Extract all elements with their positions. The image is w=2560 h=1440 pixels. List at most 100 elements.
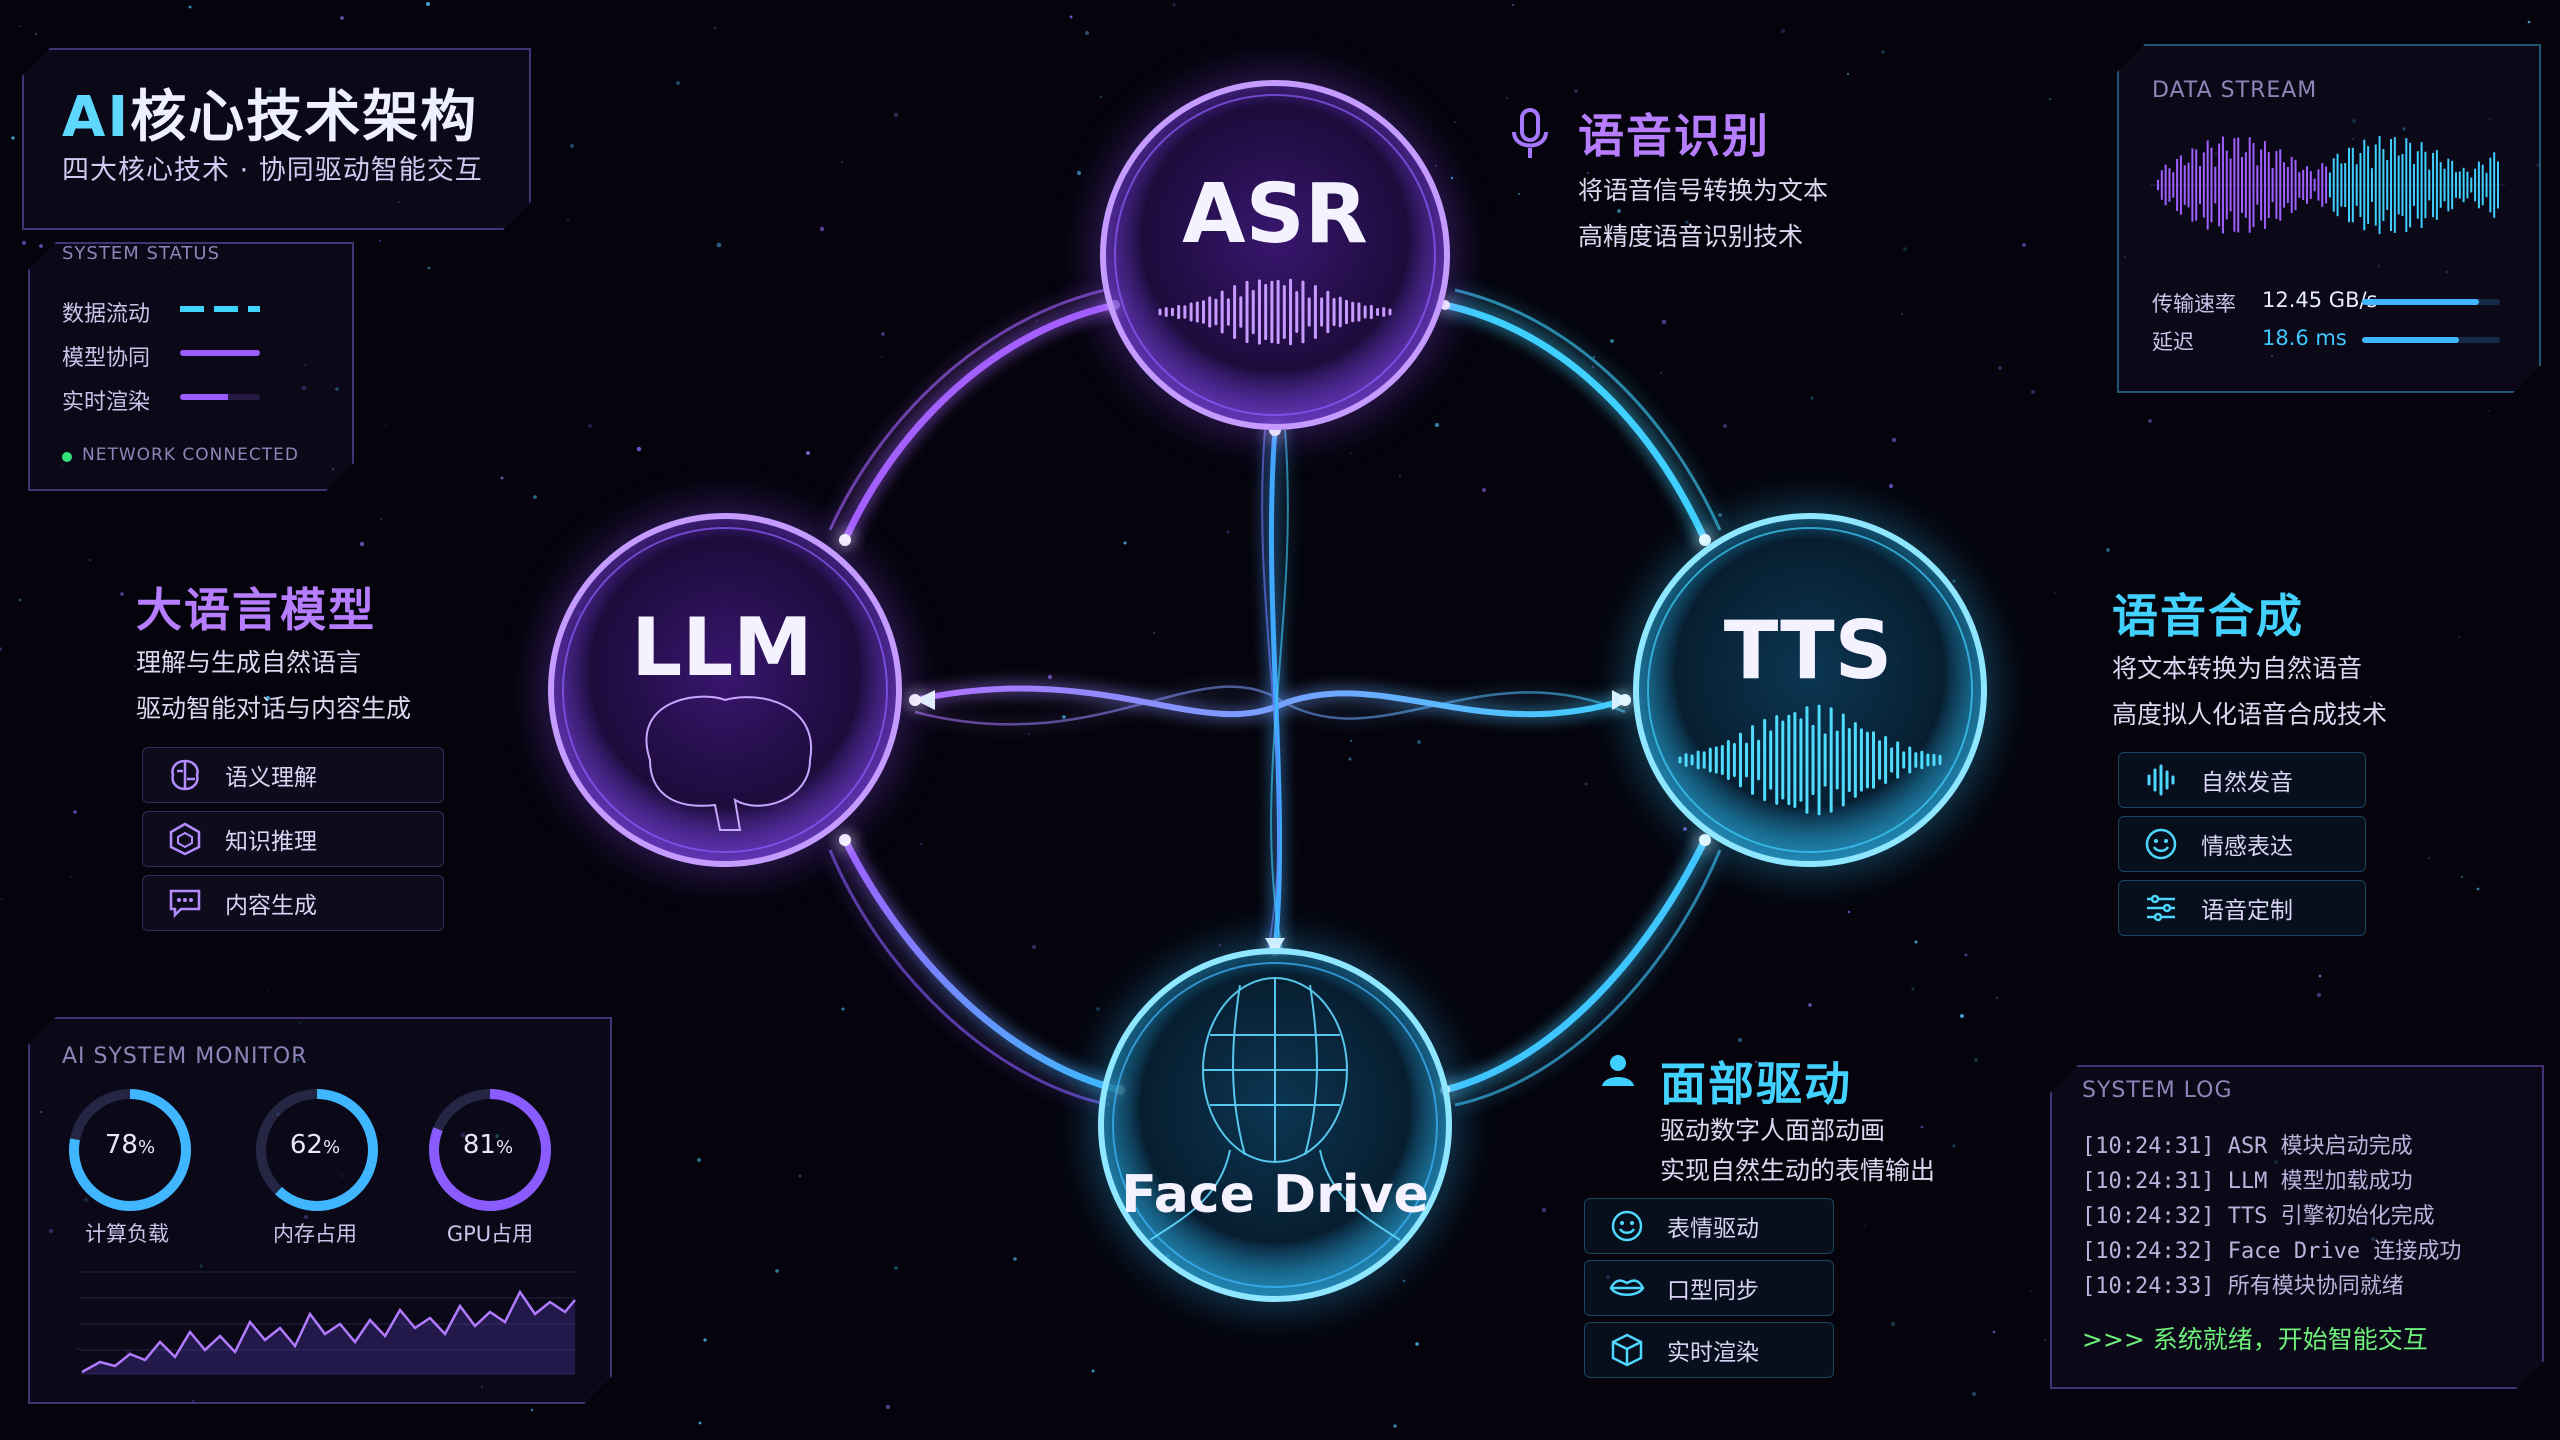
tts-feature-custom[interactable]: 语音定制 bbox=[2118, 880, 2366, 936]
link-asr-tts bbox=[1444, 301, 1709, 542]
particle bbox=[2476, 887, 2480, 891]
particle bbox=[1952, 1144, 1956, 1148]
asr-section-title: 语音识别 bbox=[1578, 109, 1770, 163]
link-tts-face bbox=[1444, 838, 1709, 1094]
particle bbox=[2148, 419, 2152, 423]
asr-node[interactable]: ASR bbox=[1095, 75, 1455, 435]
particle bbox=[22, 241, 26, 245]
particle bbox=[2030, 389, 2036, 395]
particle bbox=[713, 26, 717, 30]
header-panel bbox=[22, 48, 531, 230]
particle bbox=[1670, 195, 1672, 197]
llm-section-desc-2: 驱动智能对话与内容生成 bbox=[136, 694, 412, 723]
particle bbox=[1974, 1058, 1978, 1062]
tts-feature-emotion[interactable]: 情感表达 bbox=[2118, 816, 2366, 872]
face-drive-label: Face Drive bbox=[1121, 1165, 1429, 1225]
face-feature-lipsync[interactable]: 口型同步 bbox=[1584, 1260, 1834, 1316]
particle bbox=[2316, 992, 2322, 998]
link-asr-llm bbox=[841, 301, 1116, 542]
llm-feature-reasoning[interactable]: 知识推理 bbox=[142, 811, 444, 867]
particle bbox=[1847, 910, 1851, 914]
monitor-title: AI SYSTEM MONITOR bbox=[62, 1044, 308, 1069]
tts-feature-emotion-label: 情感表达 bbox=[2201, 834, 2293, 860]
particle bbox=[18, 598, 22, 602]
chat-icon bbox=[163, 881, 207, 925]
particle bbox=[1661, 319, 1667, 325]
particle bbox=[566, 218, 570, 222]
face-feature-render-label: 实时渲染 bbox=[1667, 1340, 1759, 1366]
face-drive-node[interactable]: Face Drive bbox=[1093, 943, 1457, 1307]
tts-feature-pronunciation[interactable]: 自然发音 bbox=[2118, 752, 2366, 808]
particle bbox=[1512, 4, 1514, 6]
particle bbox=[881, 332, 885, 336]
user-icon bbox=[1598, 1050, 1638, 1094]
llm-section-desc-1: 理解与生成自然语言 bbox=[136, 648, 362, 677]
particle bbox=[775, 1269, 779, 1273]
log-line: [10:24:31] ASR 模块启动完成 bbox=[2082, 1134, 2413, 1159]
particle bbox=[806, 451, 810, 455]
status-row-model-sync: 模型协同 bbox=[62, 346, 151, 371]
tts-feature-custom-label: 语音定制 bbox=[2201, 898, 2293, 924]
llm-feature-semantic-label: 语义理解 bbox=[225, 765, 317, 791]
particle bbox=[1584, 782, 1588, 786]
brain-icon bbox=[163, 753, 207, 797]
particle bbox=[2460, 875, 2464, 879]
particle bbox=[2030, 1290, 2032, 1292]
particle bbox=[2428, 857, 2430, 859]
particle bbox=[2488, 410, 2490, 412]
particle bbox=[1415, 1342, 1419, 1346]
gauge-mem-label: 内存占用 bbox=[273, 1222, 357, 1246]
particle bbox=[881, 356, 883, 358]
particle bbox=[1593, 356, 1595, 358]
lips-icon bbox=[1605, 1266, 1649, 1310]
particle bbox=[1218, 943, 1222, 947]
particle bbox=[1541, 1207, 1547, 1213]
render-indicator bbox=[180, 394, 260, 400]
page-title: AI核心技术架构 bbox=[62, 72, 478, 153]
llm-feature-generation[interactable]: 内容生成 bbox=[142, 875, 444, 931]
particle bbox=[89, 559, 91, 561]
particle bbox=[379, 240, 381, 242]
tts-feature-pronunciation-label: 自然发音 bbox=[2201, 770, 2293, 796]
tts-node[interactable]: TTS bbox=[1628, 508, 1992, 872]
particle bbox=[427, 266, 431, 270]
particle bbox=[1350, 452, 1352, 454]
particle bbox=[1096, 1007, 1100, 1011]
brain-network-icon bbox=[645, 695, 813, 831]
waveform-icon bbox=[2139, 758, 2183, 802]
particle bbox=[73, 810, 77, 814]
llm-feature-semantic[interactable]: 语义理解 bbox=[142, 747, 444, 803]
particle bbox=[1153, 632, 1155, 634]
particle bbox=[2044, 1339, 2046, 1341]
sliders-icon bbox=[2139, 886, 2183, 930]
particle bbox=[569, 143, 575, 149]
link-llm-tts bbox=[914, 685, 1626, 718]
head-wireframe-icon bbox=[1149, 977, 1401, 1241]
particle bbox=[1047, 674, 1053, 680]
particle bbox=[1013, 1257, 1017, 1261]
log-ready-line: >>> 系统就绪，开始智能交互 bbox=[2082, 1325, 2428, 1354]
log-line: [10:24:32] Face Drive 连接成功 bbox=[2082, 1239, 2462, 1264]
particle bbox=[1062, 715, 1066, 719]
particle bbox=[1393, 1424, 1397, 1428]
llm-node[interactable]: LLM bbox=[543, 508, 907, 872]
network-status-label: NETWORK CONNECTED bbox=[82, 445, 299, 465]
face-feature-expression[interactable]: 表情驱动 bbox=[1584, 1198, 1834, 1254]
system-status-title: SYSTEM STATUS bbox=[62, 243, 221, 264]
particle bbox=[1091, 1369, 1095, 1373]
tts-label: TTS bbox=[1724, 604, 1893, 697]
gauge-gpu-label: GPU占用 bbox=[446, 1222, 534, 1246]
monitor-gauges bbox=[69, 1089, 551, 1211]
particle bbox=[1417, 740, 1421, 744]
particle bbox=[485, 451, 487, 453]
particle bbox=[1518, 193, 1520, 195]
face-feature-render[interactable]: 实时渲染 bbox=[1584, 1322, 1834, 1378]
data-stream-waveform bbox=[2150, 135, 2505, 235]
particle bbox=[1998, 366, 2002, 370]
page-subtitle: 四大核心技术 · 协同驱动智能交互 bbox=[62, 155, 483, 186]
particle bbox=[1585, 204, 1587, 206]
particle bbox=[2458, 636, 2460, 638]
particle bbox=[1610, 339, 1614, 343]
particle bbox=[1718, 225, 1722, 229]
particle bbox=[1737, 1037, 1743, 1043]
